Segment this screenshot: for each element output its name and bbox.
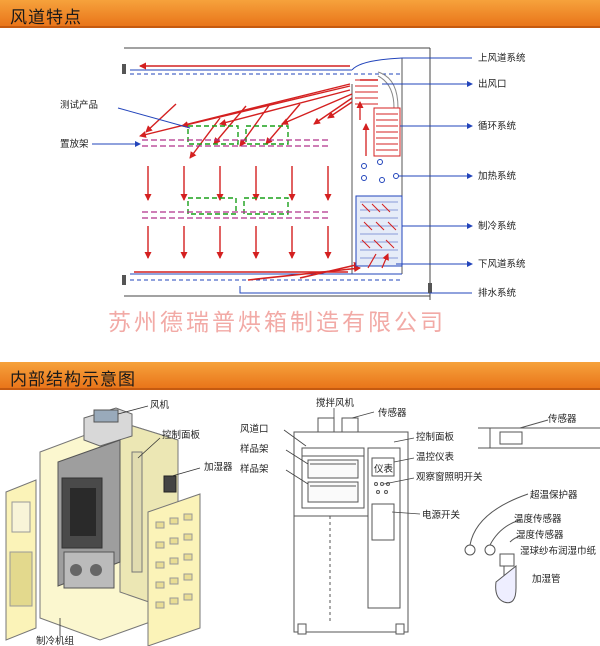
label-control-panel-left: 控制面板 — [162, 429, 201, 441]
label-wet-bulb: 湿球纱布润湿巾纸 — [520, 545, 597, 557]
chamber-front-view — [293, 417, 409, 635]
label-outlet: 出风口 — [478, 78, 507, 90]
label-cooling: 制冷系统 — [478, 220, 517, 232]
label-light-switch: 观察窗照明开关 — [416, 471, 483, 483]
label-temp-controller: 温控仪表 — [416, 451, 455, 463]
fan-shroud — [377, 71, 399, 109]
label-fan: 风机 — [150, 399, 170, 411]
cooling-coil — [355, 195, 403, 269]
company-watermark: 苏州德瑞普烘箱制造有限公司 — [108, 310, 446, 336]
label-sample-rack-2: 样品架 — [240, 463, 269, 475]
label-drainage: 排水系统 — [478, 287, 517, 299]
label-humid-pipe: 加湿管 — [532, 573, 561, 585]
label-bottom-unit: 制冷机组 — [36, 635, 75, 646]
label-stir-fan: 搅拌风机 — [316, 397, 355, 409]
label-sensor-center: 传感器 — [378, 407, 407, 419]
label-sample-rack-1: 样品架 — [240, 443, 269, 455]
label-duct-mouth: 风道口 — [240, 423, 269, 435]
label-lower-duct: 下风道系统 — [478, 258, 526, 270]
airflow-diagram: 上风道系统 出风口 循环系统 加热系统 制冷系统 下风道系统 排水系统 测试产品… — [60, 47, 526, 336]
circulation-grille — [373, 107, 401, 157]
label-heating: 加热系统 — [478, 170, 517, 182]
outlet-grille — [355, 79, 378, 105]
label-power-switch: 电源开关 — [422, 509, 461, 521]
label-sensor-right: 传感器 — [548, 413, 577, 425]
test-products-middle — [187, 197, 289, 215]
test-products-top — [187, 125, 289, 145]
chamber-3d-illustration — [5, 405, 201, 646]
label-test-product: 测试产品 — [60, 99, 98, 111]
label-instrument: 仪表 — [374, 463, 394, 475]
section-title: 内部结构示意图 — [10, 370, 136, 390]
center-leader-lines — [283, 408, 421, 515]
section-header-airflow: 风道特点 — [0, 0, 600, 28]
label-temp-sensor: 温度传感器 — [514, 513, 562, 525]
label-humidifier: 加湿器 — [204, 462, 233, 473]
rack-upper — [142, 139, 328, 147]
label-control-panel-center: 控制面板 — [416, 431, 455, 443]
lower-duct-return — [134, 261, 361, 281]
label-upper-duct: 上风道系统 — [478, 52, 526, 64]
label-overtemp: 超温保护器 — [530, 489, 578, 501]
downflow-arrows-lower — [144, 226, 332, 259]
label-circulation: 循环系统 — [478, 120, 517, 132]
heating-elements — [361, 159, 399, 183]
downflow-arrows-middle — [144, 166, 332, 201]
label-rack: 置放架 — [60, 138, 89, 150]
sensor-detail — [464, 419, 600, 604]
label-humidity-sensor: 湿度传感器 — [516, 529, 564, 541]
structure-diagram: 风机 控制面板 加湿器 制冷机组 — [5, 397, 600, 646]
upper-duct-flow — [139, 62, 378, 81]
section-header-structure: 内部结构示意图 — [0, 362, 600, 390]
duct-upflow-arrows — [356, 101, 370, 156]
leader-lines — [92, 57, 473, 294]
rack-lower — [142, 211, 328, 219]
section-title: 风道特点 — [10, 8, 82, 28]
wall-fixtures — [122, 64, 432, 293]
outlet-diverging-arrows — [139, 83, 353, 159]
